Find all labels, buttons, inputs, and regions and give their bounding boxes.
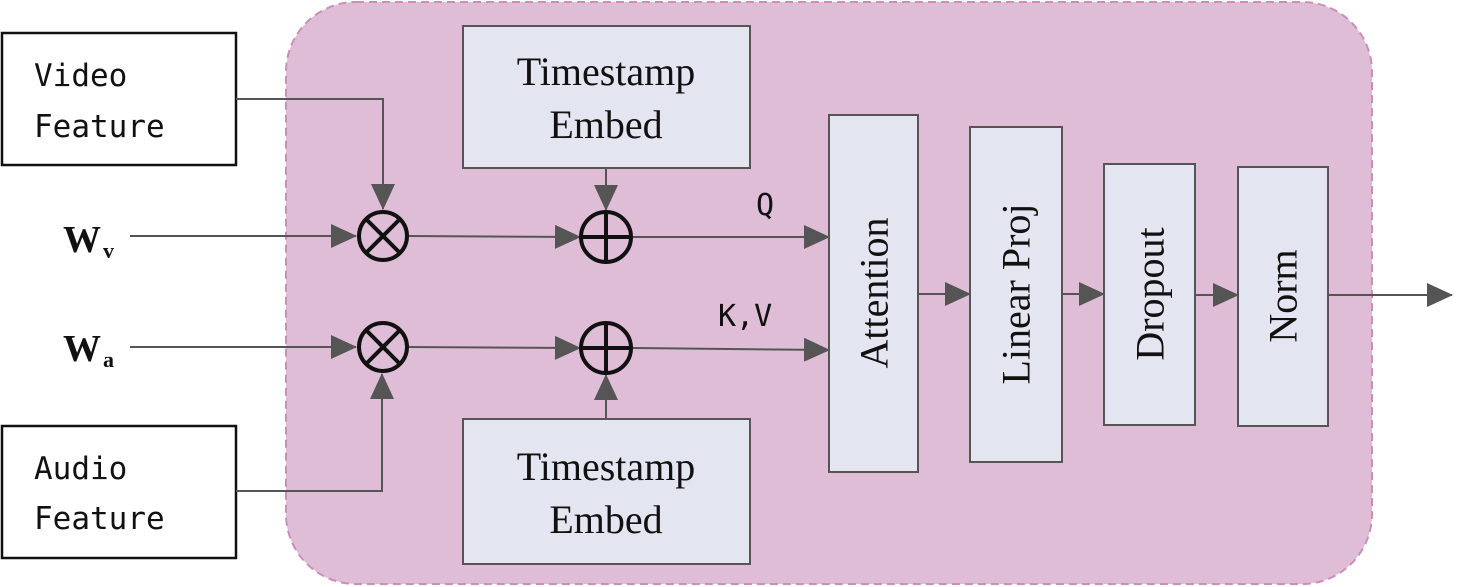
w-v-base: W — [63, 219, 101, 261]
w-v-label: Wv — [63, 219, 114, 263]
timestamp-embed-top-block: Timestamp Embed — [462, 25, 751, 169]
audio-feature-label-line2: Feature — [34, 501, 165, 537]
timestamp-embed-bottom-line2: Embed — [549, 497, 662, 542]
w-v-subscript: v — [103, 238, 114, 263]
add-operator-bottom — [579, 321, 633, 375]
kv-label: K,V — [718, 299, 772, 334]
multiply-operator-top — [357, 210, 409, 262]
timestamp-embed-top-line2: Embed — [549, 102, 662, 147]
video-feature-label-line1: Video — [34, 58, 127, 94]
timestamp-embed-bottom-block: Timestamp Embed — [462, 418, 751, 565]
norm-block: Norm — [1237, 166, 1329, 427]
linear-proj-block: Linear Proj — [969, 126, 1063, 463]
linear-proj-label: Linear Proj — [994, 203, 1039, 384]
w-a-label: Wa — [63, 328, 114, 372]
dropout-label: Dropout — [1128, 227, 1173, 360]
timestamp-embed-bottom-line1: Timestamp — [517, 444, 696, 489]
audio-feature-box: Audio Feature — [0, 424, 238, 560]
dropout-block: Dropout — [1103, 163, 1196, 426]
arrow-multiply-to-add-top — [407, 224, 581, 249]
attention-block: Attention — [828, 114, 919, 473]
arrow-video-feature-to-multiply — [236, 98, 395, 210]
norm-label: Norm — [1261, 249, 1306, 342]
w-a-subscript: a — [103, 347, 114, 372]
add-operator-top — [579, 210, 633, 264]
attention-label: Attention — [852, 217, 897, 368]
arrow-multiply-to-add-bottom — [407, 335, 581, 360]
multiply-operator-bottom — [357, 321, 409, 373]
w-a-base: W — [63, 328, 101, 370]
arrow-audio-feature-to-multiply — [236, 373, 394, 492]
q-label: Q — [756, 188, 774, 223]
video-feature-label-line2: Feature — [34, 109, 165, 145]
timestamp-embed-top-line1: Timestamp — [517, 49, 696, 94]
arrow-kv-to-attention — [631, 337, 830, 362]
video-feature-box: Video Feature — [0, 31, 238, 167]
audio-feature-label-line1: Audio — [34, 451, 127, 487]
